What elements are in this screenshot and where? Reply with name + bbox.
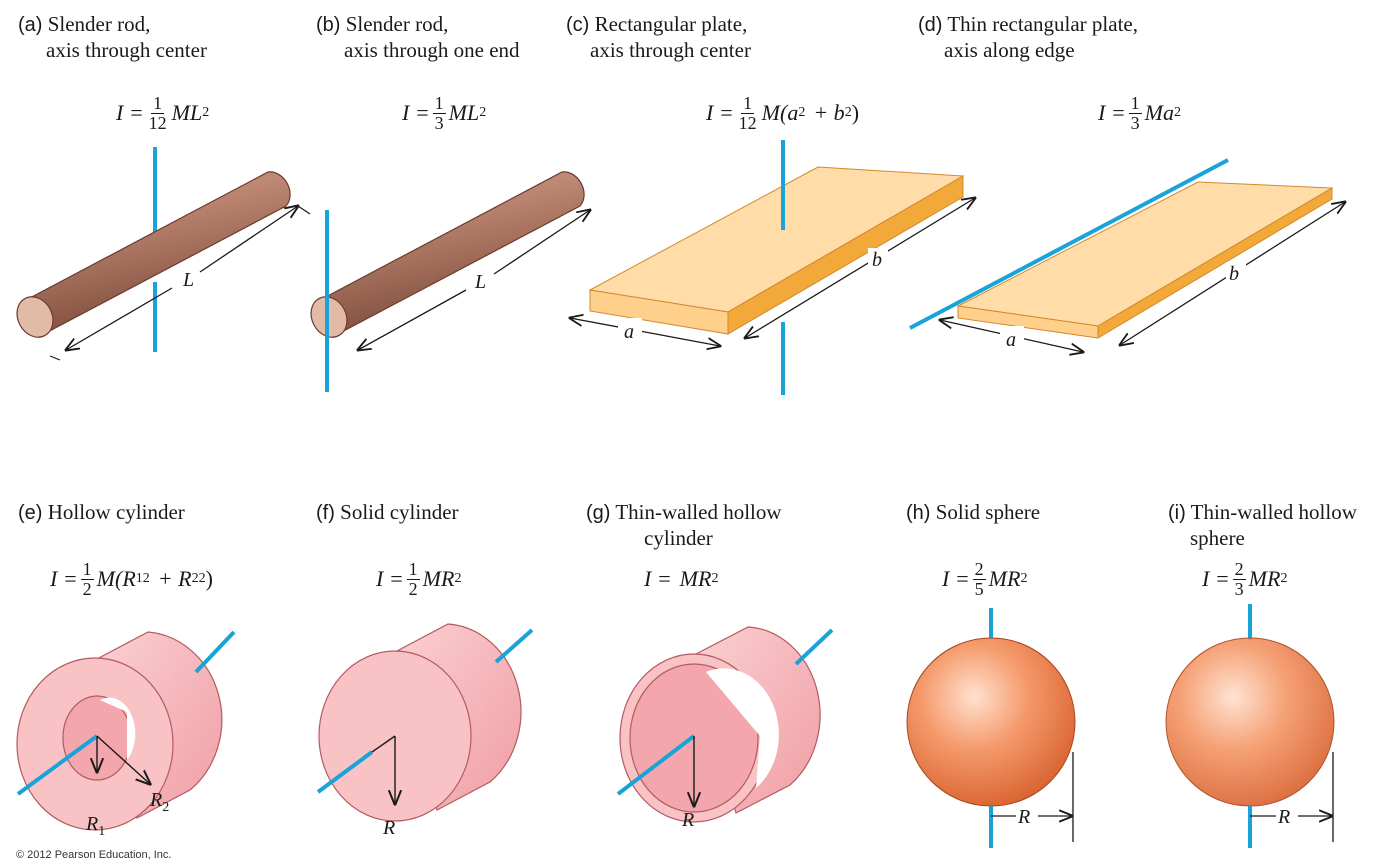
dimension-d-a-label: a (1006, 329, 1016, 351)
dimension-d-b-label: b (1229, 263, 1239, 285)
dimension-b-label: L (474, 271, 486, 293)
panel-h-title: (h) Solid sphere (906, 500, 1041, 524)
panel-h-figure: R (906, 608, 1076, 848)
axis-e-back (194, 630, 236, 674)
radius-f-label: R (382, 817, 395, 839)
panel-i-title: (i) Thin-walled hollow sphere (1168, 500, 1357, 550)
radius-e-r2-label: R2 (149, 789, 169, 815)
dimension-c-a (570, 318, 720, 346)
sphere-h (906, 637, 1076, 807)
radius-h-label: R (1017, 806, 1030, 828)
panel-d-figure: a b (909, 158, 1345, 352)
axis-g-front (616, 734, 696, 796)
dimension-c-a-label: a (624, 321, 634, 343)
axis-d (909, 158, 1229, 330)
axis-e-front (16, 734, 99, 796)
dimension-c-b (745, 198, 975, 338)
dimension-a-label: L (182, 269, 194, 291)
radius-g-label: R (681, 809, 694, 831)
dimension-a-left (66, 287, 173, 350)
copyright-notice: © 2012 Pearson Education, Inc. (16, 849, 172, 861)
panel-a-figure: L (16, 147, 311, 361)
axis-g-back (794, 628, 834, 666)
axis-f-front (316, 750, 374, 794)
panel-g-title: (g) Thin-walled hollow cylinder (586, 500, 782, 550)
panel-f-figure: R (316, 623, 534, 839)
axis-f-back (494, 628, 534, 664)
panel-f-title: (f) Solid cylinder (316, 500, 459, 524)
panel-b-figure: L (310, 171, 590, 392)
dimension-c-b-label: b (872, 249, 882, 271)
dimension-b-left (358, 289, 467, 350)
panel-i-figure: R (1165, 604, 1335, 848)
radius-e-r1-label: R1 (85, 813, 105, 839)
dimension-a-right (199, 206, 298, 273)
panel-c-figure: a b (570, 140, 975, 395)
rod-a-end (16, 296, 54, 338)
radius-i-label: R (1277, 806, 1290, 828)
panel-c-title: (c) Rectangular plate, axis through cent… (566, 12, 751, 62)
rod-b (319, 171, 585, 335)
panel-d-title: (d) Thin rectangular plate, axis along e… (918, 12, 1138, 62)
dimension-b-right (493, 210, 590, 275)
panel-b-title: (b) Slender rod, axis through one end (316, 12, 520, 62)
radius-e-r2 (96, 735, 150, 784)
panel-e-title: (e) Hollow cylinder (18, 500, 185, 524)
sphere-i (1165, 637, 1335, 807)
rod-a (25, 171, 291, 335)
panel-e-figure: R1 R2 (16, 630, 236, 839)
panel-a-title: (a) Slender rod, axis through center (18, 12, 207, 62)
panel-g-figure: R (616, 626, 834, 831)
